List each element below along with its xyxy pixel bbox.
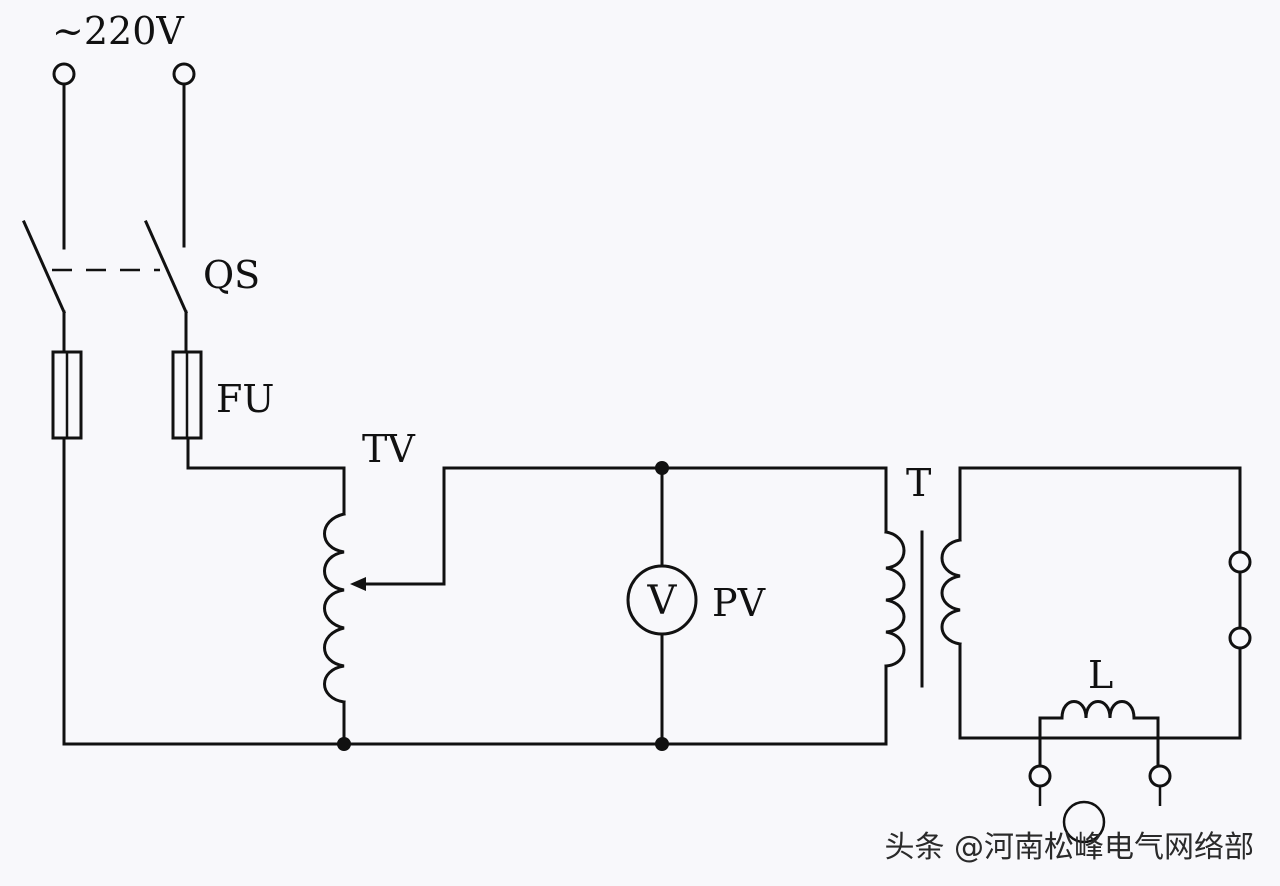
autotransformer-label: TV bbox=[362, 427, 415, 471]
junction-tv-bottom bbox=[337, 737, 351, 751]
watermark: 头条 @河南松峰电气网络部 bbox=[884, 830, 1254, 865]
wiper-arrow bbox=[350, 577, 366, 591]
top-bus bbox=[442, 466, 888, 534]
voltmeter-label: PV bbox=[712, 581, 766, 625]
supply-terminal-right bbox=[172, 62, 196, 86]
inductor-l bbox=[1028, 700, 1172, 844]
fuse-fu bbox=[51, 350, 203, 440]
transformer-label: T bbox=[906, 461, 931, 505]
junction-pv-bottom bbox=[655, 737, 669, 751]
supply-terminal-left bbox=[52, 62, 76, 86]
voltmeter-pv: V bbox=[626, 466, 698, 746]
switch-qs bbox=[22, 220, 188, 354]
supply-terminals bbox=[52, 62, 196, 250]
autotransformer-tv bbox=[323, 466, 446, 746]
inductor-label: L bbox=[1088, 653, 1113, 697]
junction-top bbox=[655, 461, 669, 475]
line-to-tv bbox=[186, 436, 346, 516]
transformer-t bbox=[884, 466, 1242, 740]
voltmeter-symbol: V bbox=[647, 578, 678, 624]
switch-label: QS bbox=[203, 253, 260, 297]
supply-label: ~220V bbox=[52, 9, 184, 53]
bottom-bus bbox=[62, 664, 888, 746]
output-terminals bbox=[1228, 550, 1252, 650]
fuse-label: FU bbox=[216, 377, 274, 421]
